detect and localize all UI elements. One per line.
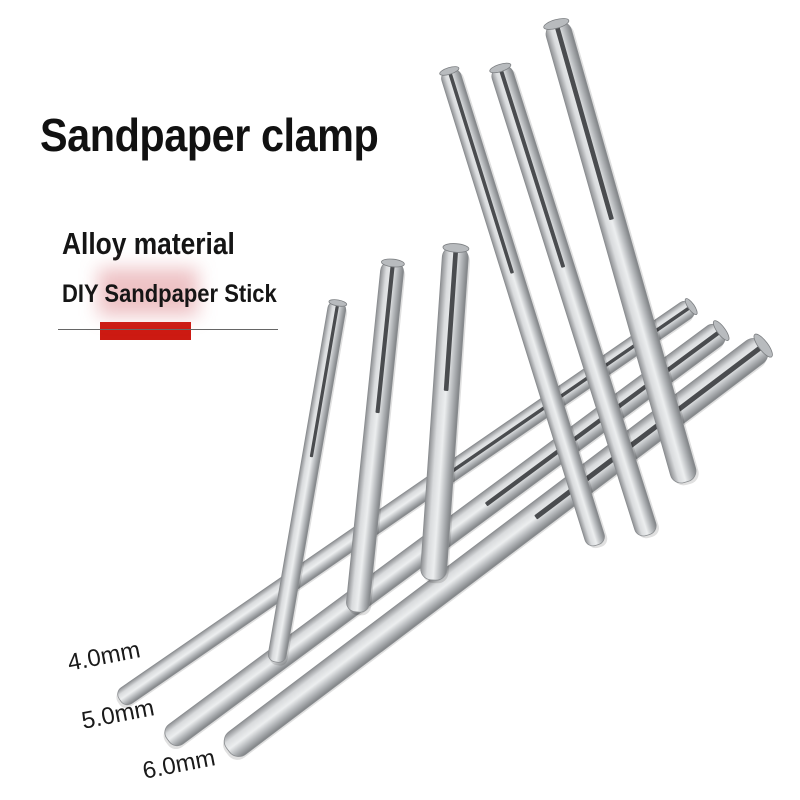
tall-rod-1 [439,66,608,549]
long-rod-4mm [116,298,698,709]
long-rod-6mm-slot [534,345,762,520]
short-rod-1-slot [309,305,339,458]
product-title: Sandpaper clamp [40,109,379,161]
tall-rod-2-slot [499,70,565,268]
short-rod-2 [346,258,406,616]
short-rod-1 [267,299,348,666]
divider-line [58,329,278,330]
short-rod-3-slot [443,250,458,391]
short-rod-3 [420,243,471,584]
short-rod-2-slot [375,265,395,414]
long-rod-4mm-slot [447,307,690,475]
product-subtitle: DIY Sandpaper Stick [62,280,277,308]
tall-rod-1-slot [448,73,514,274]
tall-rod-3 [543,18,699,486]
decorative-blur [98,268,198,316]
tall-rod-2 [489,62,659,539]
tall-rod-3-slot [555,26,614,221]
accent-bar [100,322,191,340]
material-label: Alloy material [62,226,235,261]
